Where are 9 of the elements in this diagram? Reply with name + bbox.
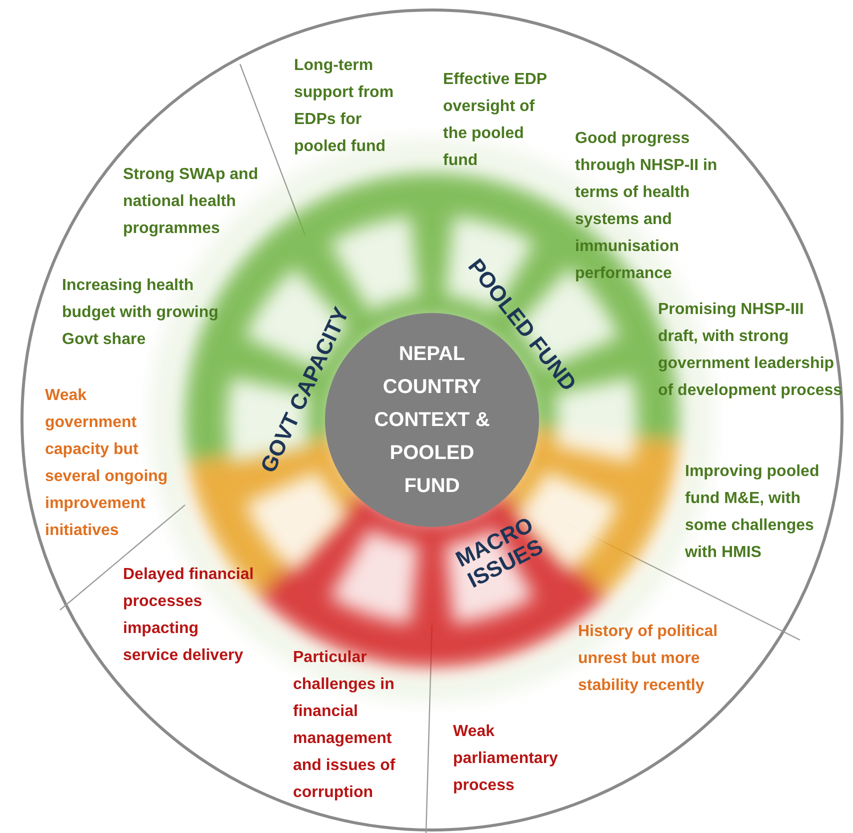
statement-text: Improving pooled fund M&E, with some challenges with HMIS [685, 462, 820, 563]
statement-text: Strong SWAp and national health programmes [123, 165, 260, 239]
statement-text: History of political unrest but more stability recently [578, 622, 719, 696]
statement-text: Weak government capacity but several ongoing improvement initiatives [45, 386, 169, 541]
statement-text: Increasing health budget with growing Govt share [62, 276, 220, 350]
statement-text: Effective EDP oversight of the pooled fund [443, 70, 548, 171]
statement-text: Particular challenges in financial management and issues of corruption [293, 648, 396, 803]
statement-text: Weak parliamentary process [453, 722, 559, 796]
statement-text: Long-term support from EDPs for pooled fund [294, 56, 395, 157]
